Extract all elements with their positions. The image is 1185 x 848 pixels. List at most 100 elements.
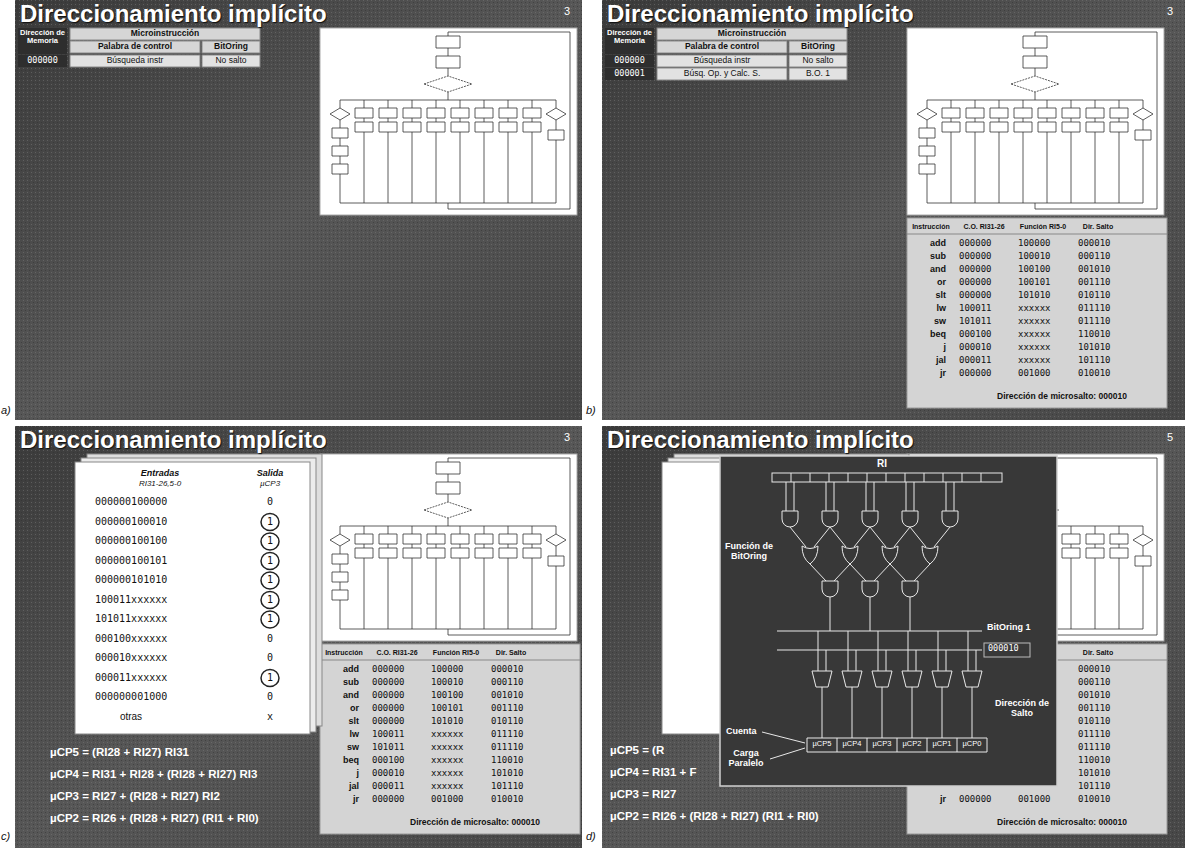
table-header: Microinstrucción <box>70 29 260 39</box>
table-cell: 000011 <box>959 355 992 365</box>
table-header: BitOring <box>789 42 847 52</box>
table-header: Microinstrucción <box>657 29 847 39</box>
table-header: Entradas <box>85 468 235 478</box>
table-cell: xxxxxx <box>431 742 464 752</box>
drawing-part <box>984 643 1030 657</box>
table-cell: 000110 <box>1078 251 1111 261</box>
circuit-label: Dirección de Salto <box>992 698 1052 719</box>
table-cell: 011110 <box>1078 316 1111 326</box>
drawing-part <box>605 28 847 80</box>
drawing-part <box>818 631 976 671</box>
instruction-name: lw <box>321 729 359 739</box>
jump-address: Dirección de microsalto: 000010 <box>997 392 1127 402</box>
slide-ground <box>15 426 582 848</box>
equation: µCP2 = RI26 + (RI28 + RI27) (RI1 + RI0) <box>50 812 259 825</box>
table-header: Dir. Salto <box>1074 649 1122 657</box>
table-cell: 101010 <box>1078 342 1111 352</box>
table-cell: Búsqueda instr <box>657 56 787 66</box>
truth-table-cell: 100011xxxxxx <box>95 594 167 606</box>
table-cell: 100100 <box>1018 264 1051 274</box>
truth-table-cell: 000000100010 <box>95 516 167 528</box>
drawing-part <box>907 28 1164 215</box>
truth-table-cell: 0 <box>245 496 295 508</box>
table-header: Palabra de control <box>657 42 787 52</box>
slide-number: 5 <box>1167 431 1173 444</box>
table-cell: 101110 <box>1078 355 1111 365</box>
drawing-part <box>830 597 910 631</box>
drawing-part <box>777 631 982 650</box>
slide-number: 3 <box>564 431 570 444</box>
register-bit: µCP4 <box>837 740 867 749</box>
table-header: Función RI5-0 <box>1014 223 1072 231</box>
table-cell: 101010 <box>491 768 524 778</box>
truth-table-cell: 0 <box>245 652 295 664</box>
table-cell: 000000 <box>372 716 405 726</box>
truth-table-cell: 000000100000 <box>95 496 167 508</box>
memory-address: 000000 <box>605 56 654 66</box>
slide-ground <box>602 426 1185 848</box>
drawing-part <box>602 0 1185 420</box>
slide: Direccionamiento implícito3 <box>15 0 582 420</box>
table-cell: 001000 <box>1018 368 1051 378</box>
truth-table-cell: 000000100101 <box>95 555 167 567</box>
slide-ground <box>602 0 1185 420</box>
equation: µCP5 = (RI28 + RI27) RI31 <box>50 746 189 759</box>
equation: µCP4 = RI31 + F <box>610 766 697 779</box>
register-name: RI <box>870 458 894 470</box>
table-header: C.O. RI31-26 <box>956 223 1012 231</box>
instruction-name: sub <box>321 677 359 687</box>
instruction-name: lw <box>908 303 946 313</box>
drawing-part <box>790 527 950 547</box>
drawing-part <box>15 426 582 848</box>
register-bit: µCP5 <box>807 740 837 749</box>
instruction-name: jal <box>908 355 946 365</box>
table-cell: Búsqueda instr <box>70 56 200 66</box>
panel-letter: d) <box>586 830 596 843</box>
equation: µCP3 = RI27 + (RI28 + RI27) RI2 <box>50 790 220 803</box>
instruction-name: sub <box>908 251 946 261</box>
drawing-part <box>791 473 981 482</box>
drawing-part <box>786 482 954 511</box>
table-cell: 000000 <box>959 794 992 804</box>
table-cell: xxxxxx <box>1018 355 1051 365</box>
table-cell: 000000 <box>372 703 405 713</box>
table-cell: 011110 <box>1078 729 1111 739</box>
drawing-part <box>15 0 582 420</box>
truth-table-cell: 1 <box>245 555 295 567</box>
table-cell: 000000 <box>959 290 992 300</box>
table-cell: 101011 <box>372 742 405 752</box>
table-cell: xxxxxx <box>1018 329 1051 339</box>
table-cell: 001110 <box>1078 703 1111 713</box>
table-cell: xxxxxx <box>1018 303 1051 313</box>
equation: µCP3 = RI27 <box>610 788 676 801</box>
instruction-name: beq <box>908 329 946 339</box>
table-cell: 000110 <box>491 677 524 687</box>
instruction-name: slt <box>908 290 946 300</box>
table-cell: 000010 <box>1078 664 1111 674</box>
drawing-part <box>602 426 1185 848</box>
table-cell: 100011 <box>959 303 992 313</box>
table-cell: No salto <box>789 56 847 66</box>
register-bit: µCP2 <box>897 740 927 749</box>
slide-title: Direccionamiento implícito <box>607 0 914 27</box>
table-cell: xxxxxx <box>431 781 464 791</box>
table-cell: 100010 <box>1018 251 1051 261</box>
truth-table-cell: 000100xxxxxx <box>95 633 167 645</box>
table-cell: 110010 <box>1078 329 1111 339</box>
drawing-part <box>822 687 972 738</box>
drawing-part <box>802 546 938 564</box>
instruction-name: sw <box>908 316 946 326</box>
table-cell: xxxxxx <box>431 729 464 739</box>
truth-table-cell: 1 <box>245 613 295 625</box>
table-cell: 000000 <box>372 677 405 687</box>
table-cell: 010010 <box>1078 794 1111 804</box>
truth-table-cell: otras <box>95 711 167 723</box>
register-bit: µCP0 <box>957 740 987 749</box>
truth-table-cell: 1 <box>245 535 295 547</box>
truth-table-cell: 1 <box>245 516 295 528</box>
truth-table-cell: 1 <box>245 574 295 586</box>
table-cell: 101010 <box>1078 768 1111 778</box>
table-header: Palabra de control <box>70 42 200 52</box>
table-cell: 000010 <box>372 768 405 778</box>
table-cell: 000000 <box>959 264 992 274</box>
